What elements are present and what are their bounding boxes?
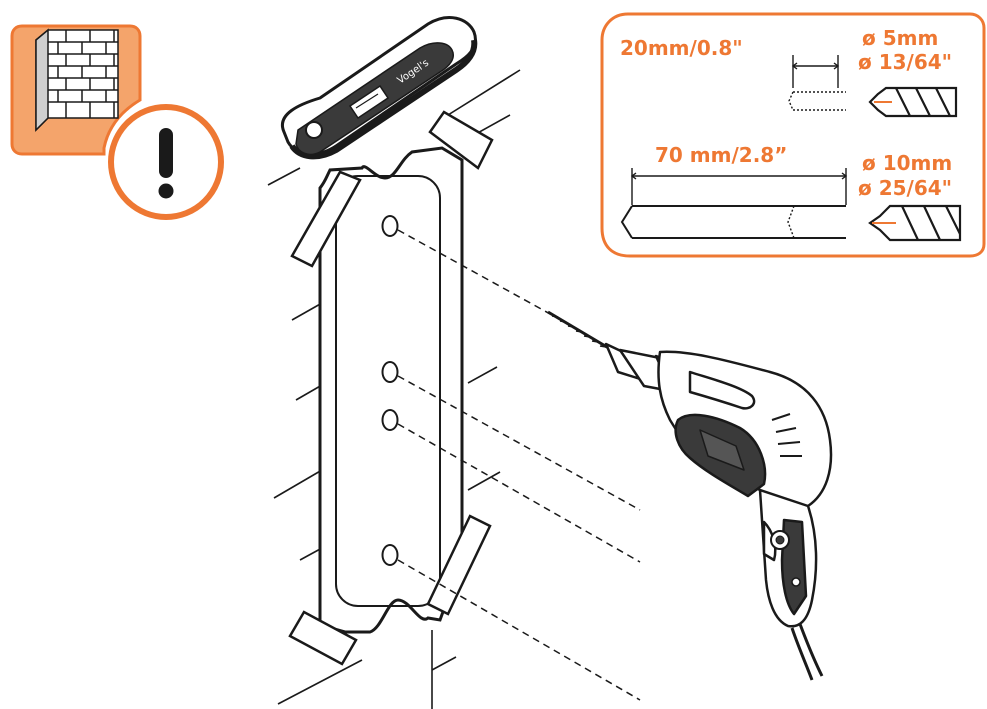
drill-hole-marker-3 [381,409,399,431]
tape-top-right-icon [428,110,494,170]
tape-top-left-icon [290,170,362,268]
large-hole-cross-section [620,205,846,239]
template-inner-frame [335,175,441,607]
drill-cord-icon [798,623,824,677]
large-depth-marker [630,168,848,205]
small-depth-marker [788,55,846,111]
drill-hole-marker-1 [381,215,399,237]
brick-wall-icon [35,28,119,132]
level-vial-icon [348,84,390,120]
small-drill-bit-icon [868,86,958,118]
drilling-template [318,146,464,634]
warning-badge [108,104,224,220]
large-depth-label: 70 mm/2.8” [655,143,787,167]
drill-spec-panel: 20mm/0.8" ø 5mm ø 13/64" 70 mm/2.8” ø 10… [600,12,986,258]
power-drill [547,310,833,681]
small-diameter-imperial: ø 13/64" [858,50,952,74]
large-drill-bit-icon [868,204,962,242]
spec-panel-frame [600,12,986,258]
small-depth-label: 20mm/0.8" [620,36,743,60]
exclamation-warning-icon [158,128,174,199]
large-diameter-metric: ø 10mm [862,151,952,175]
drill-hole-marker-4 [381,544,399,566]
spirit-level: Vogel's [280,16,478,160]
large-diameter-imperial: ø 25/64" [858,176,952,200]
guide-lines [397,229,641,701]
level-hang-hole [305,121,323,139]
small-diameter-metric: ø 5mm [862,26,938,50]
tape-bottom-right-icon [426,514,492,616]
level-shadow [289,39,478,160]
tape-bottom-left-icon [288,610,358,666]
drill-hole-marker-2 [381,361,399,383]
tape-strips [288,110,494,666]
wall-type-badge [10,24,142,156]
